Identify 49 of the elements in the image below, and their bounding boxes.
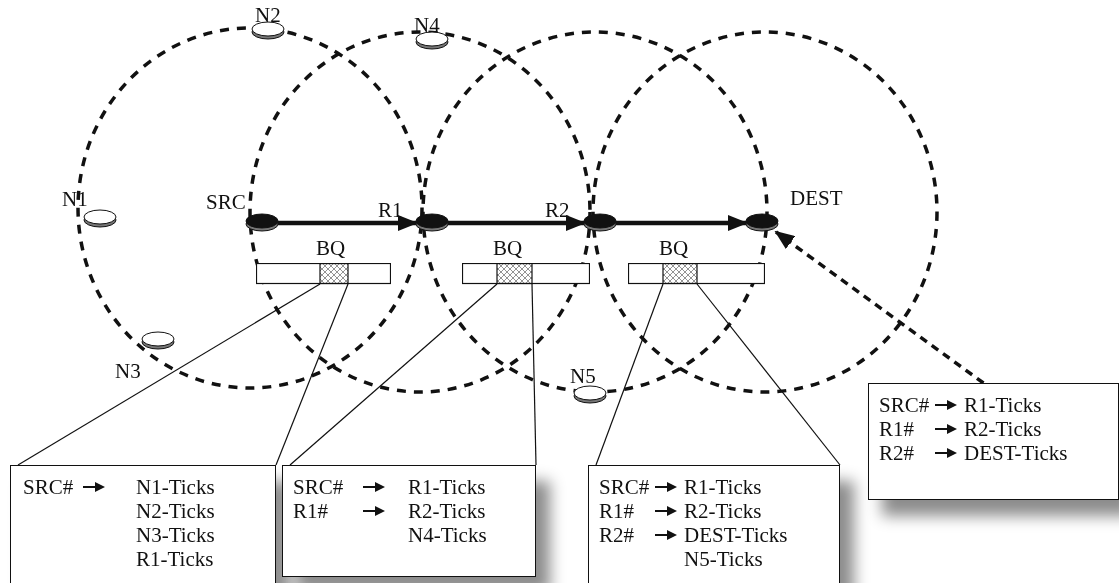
leader-line — [17, 283, 321, 466]
node-label: DEST — [790, 187, 843, 209]
leader-line — [275, 283, 349, 466]
routing-table-box — [868, 383, 1119, 500]
table-entry: R2# — [599, 524, 634, 546]
table-entry: DEST-Ticks — [964, 442, 1068, 464]
leader-line — [289, 283, 498, 466]
table-entry: SRC# — [23, 476, 74, 498]
node-label: N1 — [62, 188, 88, 210]
node-label: SRC — [206, 191, 246, 213]
node-label: N2 — [255, 4, 281, 26]
table-entry: R1-Ticks — [136, 548, 214, 570]
table-entry: N5-Ticks — [684, 548, 763, 570]
table-entry: SRC# — [293, 476, 344, 498]
node-label: R2 — [545, 199, 570, 221]
table-entry: R1-Ticks — [964, 394, 1042, 416]
node-label: N4 — [414, 14, 440, 36]
table-entry: SRC# — [879, 394, 930, 416]
leader-line — [595, 283, 664, 466]
table-entry: N2-Ticks — [136, 500, 215, 522]
routing-table-box — [10, 465, 276, 583]
arrow — [774, 230, 985, 385]
node-label: N3 — [115, 360, 141, 382]
table-entry: R2-Ticks — [408, 500, 486, 522]
arrow — [448, 215, 586, 231]
table-entry: SRC# — [599, 476, 650, 498]
table-entry: N3-Ticks — [136, 524, 215, 546]
table-entry: DEST-Ticks — [684, 524, 788, 546]
table-entry: R2-Ticks — [964, 418, 1042, 440]
arrow — [278, 215, 418, 231]
routing-table-box — [282, 465, 536, 577]
node-label: R1 — [378, 199, 403, 221]
arrow — [616, 215, 748, 231]
table-entry: R1# — [293, 500, 328, 522]
queue-label: BQ — [316, 237, 346, 259]
node-label: N5 — [570, 365, 596, 387]
queue-label: BQ — [493, 237, 523, 259]
table-entry: R1-Ticks — [408, 476, 486, 498]
table-entry: N4-Ticks — [408, 524, 487, 546]
table-entry: R2-Ticks — [684, 500, 762, 522]
table-entry: R1# — [879, 418, 914, 440]
table-entry: R1-Ticks — [684, 476, 762, 498]
routing-table-box — [588, 465, 840, 583]
leader-line — [531, 283, 537, 466]
table-entry: N1-Ticks — [136, 476, 215, 498]
queue-label: BQ — [659, 237, 689, 259]
leader-line — [696, 283, 841, 466]
table-entry: R2# — [879, 442, 914, 464]
table-entry: R1# — [599, 500, 634, 522]
